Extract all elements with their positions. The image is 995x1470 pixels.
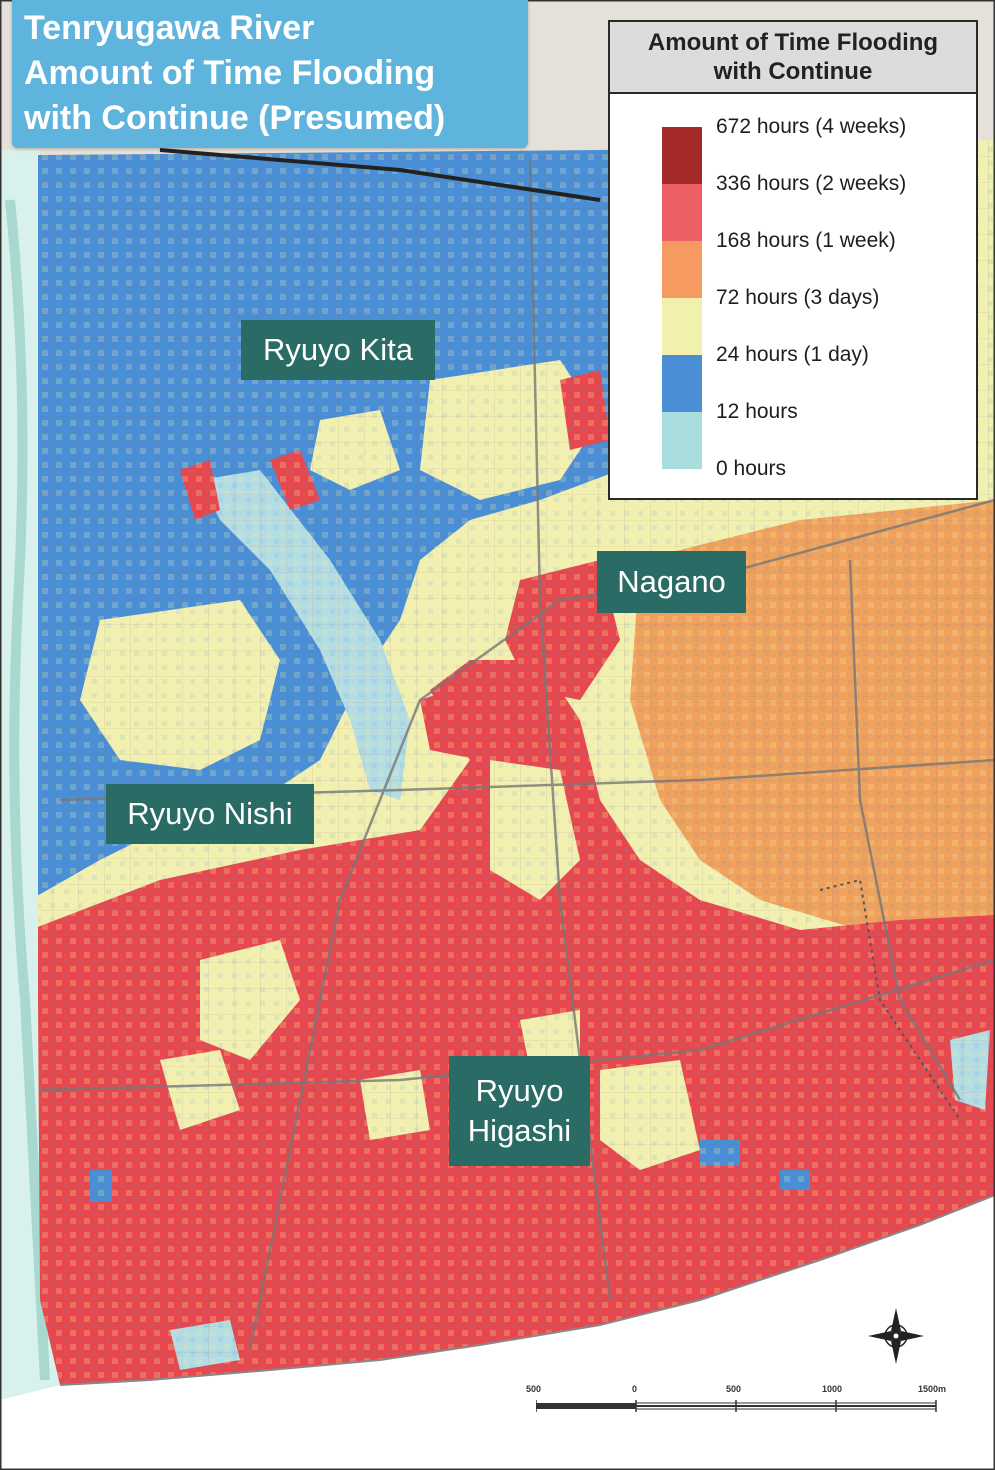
road-3: [248, 498, 995, 1351]
legend-item: 24 hours (1 day): [662, 343, 962, 412]
legend-swatch: [662, 412, 702, 469]
legend-item: 12 hours: [662, 400, 962, 469]
legend-item: 672 hours (4 weeks): [662, 115, 962, 184]
legend-swatch: [662, 184, 702, 241]
area-label-ryuyo-nishi: Ryuyo Nishi: [106, 784, 314, 844]
legend: Amount of Time Flooding with Continue 67…: [608, 20, 978, 500]
legend-label: 24 hours (1 day): [716, 343, 869, 366]
compass-rose-icon: [868, 1308, 924, 1364]
legend-label: 12 hours: [716, 400, 798, 423]
river-corridor: [0, 150, 60, 1400]
map-title-line-3: with Continue (Presumed): [24, 99, 446, 137]
area-label-nagano: Nagano: [597, 551, 746, 613]
area-label-ryuyo-higashi-line-1: Ryuyo: [475, 1073, 564, 1108]
river-channel: [5, 199, 50, 1381]
legend-label: 168 hours (1 week): [716, 229, 896, 252]
legend-header: Amount of Time Flooding with Continue: [610, 22, 976, 94]
coastline: [59, 1194, 995, 1386]
scale-bar-graphic: [536, 1400, 937, 1412]
legend-item: 0 hours: [662, 457, 962, 480]
road-5: [848, 559, 962, 1101]
legend-label: 672 hours (4 weeks): [716, 115, 907, 138]
area-label-ryuyo-higashi: Ryuyo Higashi: [449, 1056, 590, 1166]
scale-tick-label: 500: [526, 1384, 542, 1394]
area-label-ryuyo-higashi-line-2: Higashi: [467, 1113, 572, 1148]
coast-area: [0, 1195, 995, 1470]
legend-label: 72 hours (3 days): [716, 286, 880, 309]
legend-swatch: [662, 127, 702, 184]
scale-bar: 500 0 500 1000 1500m: [520, 1384, 960, 1424]
scale-tick-label: 1500m: [918, 1384, 947, 1394]
scale-tick-label: 500: [726, 1384, 742, 1394]
legend-label: 336 hours (2 weeks): [716, 172, 907, 195]
legend-title-line-1: Amount of Time Flooding: [647, 29, 939, 56]
map-title-box: Tenryugawa River Amount of Time Flooding…: [12, 0, 528, 148]
legend-label: 0 hours: [716, 457, 787, 480]
map-title-line-1: Tenryugawa River: [24, 9, 315, 47]
legend-item: 72 hours (3 days): [662, 286, 962, 355]
scale-tick-label: 1000: [822, 1384, 843, 1394]
legend-item: 168 hours (1 week): [662, 229, 962, 298]
legend-item: 336 hours (2 weeks): [662, 172, 962, 241]
legend-swatch: [662, 355, 702, 412]
legend-swatch: [662, 298, 702, 355]
scale-tick-label: 0: [632, 1384, 638, 1394]
railway: [159, 148, 601, 202]
map-title-line-2: Amount of Time Flooding: [24, 54, 436, 92]
area-label-ryuyo-kita: Ryuyo Kita: [241, 320, 435, 380]
legend-title-line-2: with Continue: [713, 58, 873, 85]
legend-swatch: [662, 241, 702, 298]
